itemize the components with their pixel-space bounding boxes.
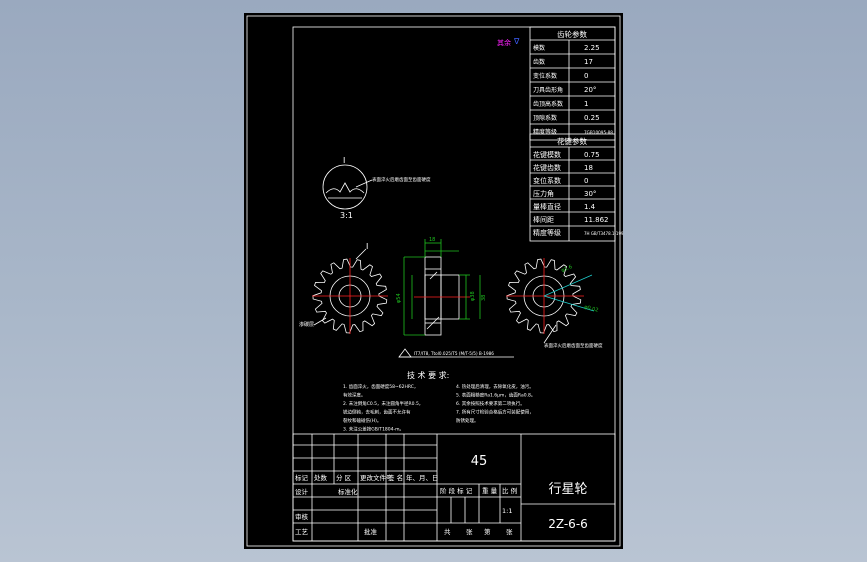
detail-note: 表面淬火后磨齿面至齿面硬度 [372,176,431,183]
title-block-header: 处数 [314,473,328,482]
gear-param-label: 刀具齿形角 [533,86,563,94]
title-block: 45 行星轮 2Z-6-6 标记处数分 区更改文件号签 名年、月、日 设计 标准… [292,433,616,542]
section-view: 18 φ54 φ38 38 IT7/IT8, Ttol0.025/T5 (M/T… [396,237,514,358]
cad-drawing: 其余 ∇ 齿轮参数 模数 2.25 齿数 17 变位系数 0 刀具齿形角 20° 齿顶高系数 1 顶… [246,15,623,547]
tech-req-line: 5. 表面粗糙度Ra1.6μm，齿面Ra0.8。 [456,392,535,399]
spline-param-value: 1.4 [584,203,596,211]
tech-req-line: 7. 所有尺寸检验合格后方可装配使用， [456,409,534,416]
gear-param-label: 齿数 [533,58,545,66]
spline-params-table: 花键参数 花键模数 0.75 花键齿数 18 变位系数 0 压力角 30° 量棒直径 1.4 棒间距… [529,133,623,242]
spline-param-value: 30° [584,190,596,198]
gear-params-table: 齿轮参数 模数 2.25 齿数 17 变位系数 0 刀具齿形角 20° 齿顶高系数 1 顶隙系数 0.… [529,26,616,141]
right-note: 表面淬火后磨齿面至齿面硬度 [544,342,603,349]
left-gear-view: I 渗碳层 [299,242,388,334]
gear-param-value: 17 [584,58,593,66]
detail-scale: 3:1 [340,211,353,220]
roughness-tag-text: 其余 [497,38,511,47]
sheet-label: 张 [466,527,473,536]
dim-h-right: 38 [481,295,487,301]
process-label: 工艺 [295,528,309,536]
gear-param-label: 顶隙系数 [533,114,557,122]
title-block-header: 签 名 [388,473,403,482]
spline-param-value: 11.862 [584,216,609,224]
dim-angle-b: φ0.02 [583,304,598,314]
tech-req-line: 6. 其余按照技术要求第二项执行。 [456,400,525,407]
gear-param-label: 齿顶高系数 [533,100,563,108]
drawing-sheet[interactable]: 其余 ∇ 齿轮参数 模数 2.25 齿数 17 变位系数 0 刀具齿形角 20° 齿顶高系数 1 顶… [244,13,623,549]
gear-param-label: 变位系数 [533,72,557,80]
spline-param-label: 变位系数 [533,176,561,185]
gear-param-value: 20° [584,86,596,94]
tech-req-line: 防锈处理。 [456,417,479,424]
spline-param-label: 花键模数 [533,150,561,159]
tech-req-title: 技 术 要 求: [407,370,449,380]
spline-param-label: 精度等级 [533,228,561,237]
tech-req-line: 2. 未注倒角C0.5，未注圆角半径R0.5， [343,400,423,407]
technical-requirements: 技 术 要 求: 1. 齿面淬火，齿面硬度58~62HRC， 有效深度。2. 未… [343,370,535,433]
gear-param-value: 0.25 [584,114,600,122]
right-gear-view: φ1.6 φ0.02 表面淬火后磨齿面至齿面硬度 [506,258,603,349]
tech-req-line: 1. 齿面淬火，齿面硬度58~62HRC， [343,383,418,390]
detail-view-i: I 表面淬火后磨齿面至齿面硬度 3:1 [322,156,431,220]
inner-frame [292,26,616,542]
detail-label: I [343,156,345,165]
gear-param-label: 精度等级 [533,128,557,136]
dim-width-top: 18 [429,237,435,243]
title-block-header: 标记 [295,473,309,482]
total-label: 共 [444,527,451,536]
weight-label: 重 量 [482,487,498,495]
spline-param-value: 0 [584,177,588,185]
tech-req-line: 有效深度。 [343,392,366,399]
drawing-number: 2Z-6-6 [548,517,588,531]
title-block-header: 年、月、日 [406,473,439,482]
spline-param-label: 压力角 [533,189,554,198]
spline-param-label: 棒间距 [533,215,554,224]
title-block-header: 更改文件号 [360,473,393,482]
title-block-header: 分 区 [336,473,352,482]
tech-req-line: 4. 热处理后清理，去除氧化皮，油污。 [456,383,534,390]
spline-param-value: 7H GB/T3478.1-1995 [584,231,623,236]
gear-param-value: 2.25 [584,44,600,52]
tech-req-line: 锐边倒钝，去毛刺，齿面不允许有 [343,409,411,416]
ratio-label: 比 例 [502,486,517,495]
gear-param-value: 0 [584,72,588,80]
scale-value: 1:1 [502,507,512,515]
approve-label: 批准 [364,527,378,536]
material-value: 45 [471,454,488,469]
dim-d-right: φ38 [470,291,476,301]
spline-param-label: 花键齿数 [533,163,561,172]
spline-params-title: 花键参数 [557,136,587,146]
dim-angle-a: φ1.6 [561,264,574,274]
review-label: 审核 [295,512,309,521]
outer-frame [246,15,621,547]
standardize-label: 标准化 [338,487,358,496]
spline-param-value: 0.75 [584,151,600,159]
design-label: 设计 [295,487,309,496]
gear-param-value: 7GB10095-88 [584,130,613,135]
page-sheet-label: 张 [506,527,513,536]
spline-param-value: 18 [584,164,593,172]
gear-param-value: 1 [584,100,588,108]
dim-d-left: φ54 [396,293,402,303]
part-name: 行星轮 [548,482,587,497]
left-marker: I [366,242,368,251]
page-label: 第 [484,527,491,536]
roughness-tag-symbol: ∇ [513,37,520,46]
spline-param-label: 量棒直径 [533,202,561,211]
bottom-note: IT7/IT8, Ttol0.025/T5 (M/T-5/5) B-1986 [414,351,494,356]
gear-param-label: 模数 [533,44,545,52]
tech-req-line: 裂纹和磕碰伤(H)。 [343,417,381,424]
gear-params-title: 齿轮参数 [557,29,587,39]
stage-mark-label: 阶 段 标 记 [440,486,473,495]
left-note: 渗碳层 [299,321,314,328]
tech-req-line: 3. 未注公差按GB/T1804-m。 [343,426,404,433]
